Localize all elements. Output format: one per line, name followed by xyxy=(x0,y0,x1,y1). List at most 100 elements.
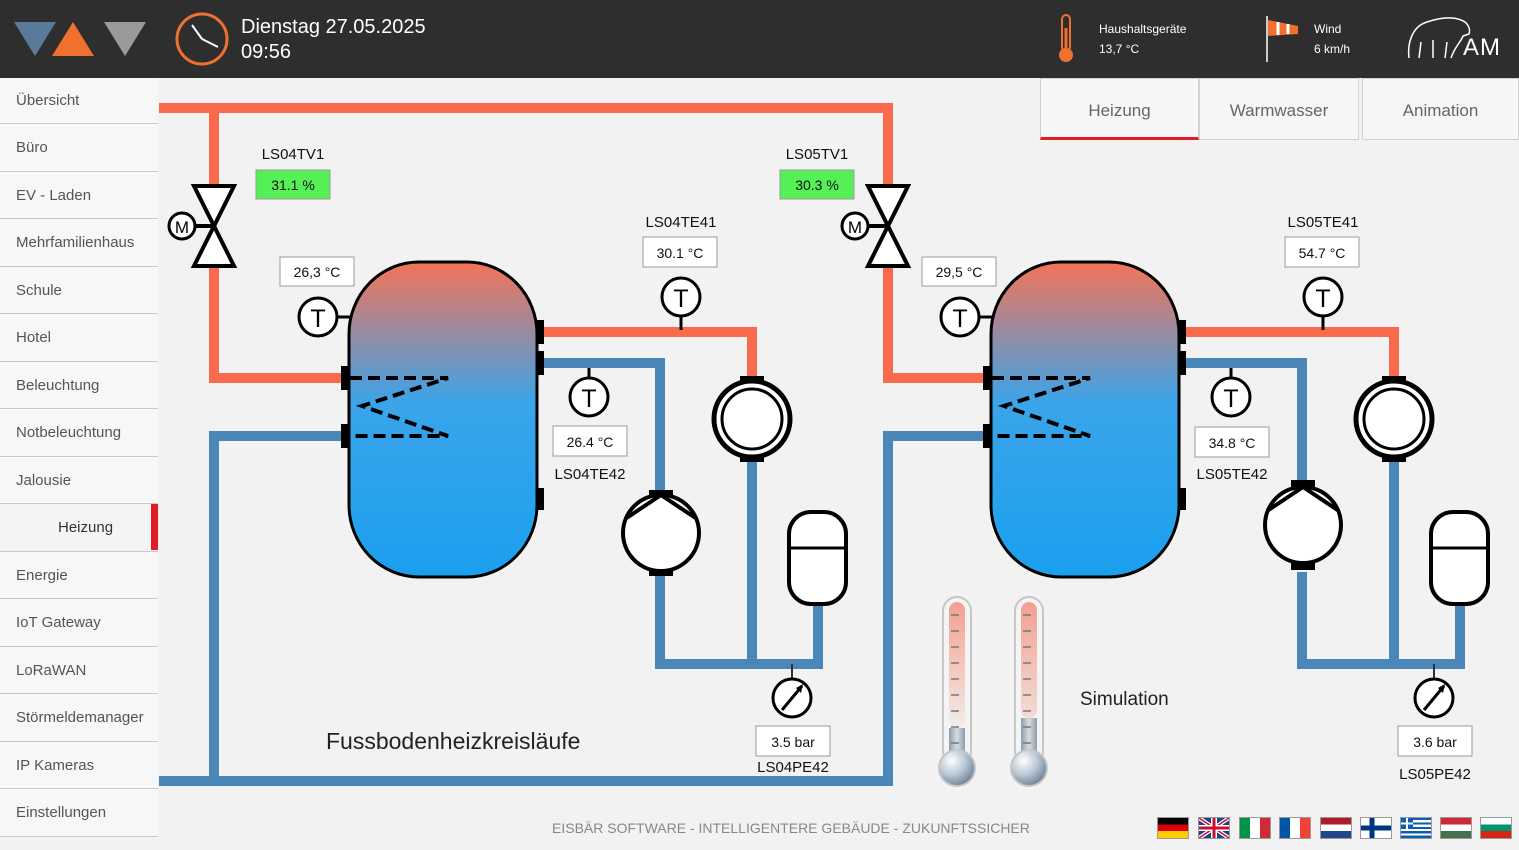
sidebar-item-label: Heizung xyxy=(58,519,114,536)
temp-label: Haushaltsgeräte xyxy=(1099,22,1187,36)
sidebar-item-einstellungen[interactable]: Einstellungen xyxy=(0,789,158,837)
mixing-valve-2[interactable]: M xyxy=(840,184,912,268)
sidebar-item-label: Energie xyxy=(16,566,68,584)
valve-status-box-1 xyxy=(255,169,331,200)
sidebar-item-label: Hotel xyxy=(16,329,52,346)
valve-value-1: 31.1 % xyxy=(271,177,315,193)
simulation-thermometer-2[interactable] xyxy=(1010,596,1048,787)
flow-sensor-name-2: LS05TE41 xyxy=(1288,214,1359,231)
sidebar-item-jalousie[interactable]: Jalousie xyxy=(0,456,158,504)
expansion-vessel-1[interactable] xyxy=(787,510,848,606)
sidebar-item-lorawan[interactable]: LoRaWAN xyxy=(0,646,158,694)
storage-tank-1[interactable] xyxy=(341,260,544,579)
cold-pipe xyxy=(536,358,665,490)
tab-warmwasser[interactable]: Warmwasser xyxy=(1199,78,1359,140)
temp-symbol: T xyxy=(1315,285,1330,313)
pump-1[interactable] xyxy=(621,490,701,576)
flag-it-icon[interactable] xyxy=(1239,817,1271,839)
return-temp-sensor-1[interactable]: T xyxy=(568,368,610,418)
tank-temp-box-2 xyxy=(921,256,997,287)
sidebar-item-label: LoRaWAN xyxy=(16,661,87,679)
mixing-valve-1[interactable]: M xyxy=(167,184,238,268)
return-sensor-name-2: LS05TE42 xyxy=(1197,466,1268,483)
motor-symbol: M xyxy=(848,218,862,237)
bear-icon xyxy=(1407,17,1471,59)
return-sensor-name-1: LS04TE42 xyxy=(555,466,626,483)
pressure-1: 3.5 bar xyxy=(771,734,815,750)
sidebar-item-energie[interactable]: Energie xyxy=(0,551,158,599)
return-temp-sensor-2[interactable]: T xyxy=(1210,368,1252,418)
flag-hu-icon[interactable] xyxy=(1440,817,1472,839)
circulation-pump-1[interactable] xyxy=(711,376,793,462)
top-bar: Dienstag 27.05.2025 09:56 Haushaltsgerät… xyxy=(0,0,1519,78)
motor-symbol: M xyxy=(175,218,189,237)
flow-temp-2: 54.7 °C xyxy=(1299,245,1346,261)
temp-value: 13,7 °C xyxy=(1099,42,1140,56)
tank-temp-2: 29,5 °C xyxy=(936,264,983,280)
flag-de-icon[interactable] xyxy=(1157,817,1189,839)
thermometer-icon xyxy=(1059,14,1073,62)
pressure-gauge-1[interactable] xyxy=(771,677,813,719)
temp-symbol: T xyxy=(1223,385,1238,413)
clock-icon xyxy=(175,12,229,66)
pump-2[interactable] xyxy=(1263,480,1343,570)
sidebar-item-beleuchtung[interactable]: Beleuchtung xyxy=(0,361,158,409)
brand-logo: AM xyxy=(1405,12,1510,64)
hot-pipe xyxy=(883,260,988,383)
flow-temp-sensor-2[interactable]: T xyxy=(1302,276,1344,330)
company-logo xyxy=(14,22,146,56)
sidebar-item-notbeleuchtung[interactable]: Notbeleuchtung xyxy=(0,409,158,457)
sidebar-item-label: Einstellungen xyxy=(16,804,107,821)
cold-pipe xyxy=(159,431,990,786)
heat-exchanger-coil xyxy=(992,376,1091,438)
sidebar-item-label: Büro xyxy=(16,139,48,156)
sidebar-item-schule[interactable]: Schule xyxy=(0,266,158,314)
wind-value: 6 km/h xyxy=(1314,42,1351,56)
sidebar-item-label: IP Kameras xyxy=(16,756,95,774)
sidebar-item-label: IoT Gateway xyxy=(16,614,101,631)
cold-pipe xyxy=(1178,358,1307,490)
sidebar-item-label: Schule xyxy=(16,281,62,299)
sidebar-item-stoermeldemanager[interactable]: Störmeldemanager xyxy=(0,694,158,742)
flag-fr-icon[interactable] xyxy=(1279,817,1311,839)
heat-exchanger-coil xyxy=(350,376,449,438)
flag-nl-icon[interactable] xyxy=(1320,817,1352,839)
flag-bg-icon[interactable] xyxy=(1480,817,1512,839)
diagram-title: Fussbodenheizkreisläufe xyxy=(326,728,580,754)
tab-heizung[interactable]: Heizung xyxy=(1040,78,1199,140)
flow-temp-sensor-1[interactable]: T xyxy=(660,276,702,330)
date-time: Dienstag 27.05.2025 09:56 xyxy=(241,15,426,65)
date-text: Dienstag 27.05.2025 xyxy=(241,16,426,38)
tab-label: Animation xyxy=(1402,101,1479,120)
tab-animation[interactable]: Animation xyxy=(1362,78,1519,140)
sidebar-item-ip-kameras[interactable]: IP Kameras xyxy=(0,741,158,789)
storage-tank-2[interactable] xyxy=(983,260,1186,579)
sidebar-nav: Übersicht Büro EV - Laden Mehrfamilienha… xyxy=(0,78,158,850)
tank-temp-1: 26,3 °C xyxy=(294,264,341,280)
sidebar-item-iot-gateway[interactable]: IoT Gateway xyxy=(0,599,158,647)
simulation-label: Simulation xyxy=(1080,689,1169,710)
pressure-gauge-2[interactable] xyxy=(1413,677,1455,719)
valve-name-1: LS04TV1 xyxy=(262,146,325,163)
flag-fi-icon[interactable] xyxy=(1360,817,1392,839)
tank-temp-sensor-1[interactable]: T xyxy=(297,296,350,338)
temp-symbol: T xyxy=(952,305,967,333)
flag-el-icon[interactable] xyxy=(1400,817,1432,839)
sidebar-item-hotel[interactable]: Hotel xyxy=(0,314,158,362)
circulation-pump-2[interactable] xyxy=(1353,376,1435,462)
simulation-thermometer-1[interactable] xyxy=(938,596,976,787)
brand-text: AM xyxy=(1463,34,1501,61)
sidebar-item-uebersicht[interactable]: Übersicht xyxy=(0,78,158,124)
sidebar-item-buero[interactable]: Büro xyxy=(0,124,158,172)
temp-symbol: T xyxy=(581,385,596,413)
sidebar-item-ev-laden[interactable]: EV - Laden xyxy=(0,171,158,219)
flag-en-icon[interactable] xyxy=(1198,817,1230,839)
sidebar-item-heizung[interactable]: Heizung xyxy=(0,504,158,552)
sidebar-item-mehrfamilienhaus[interactable]: Mehrfamilienhaus xyxy=(0,219,158,267)
tank-temp-sensor-2[interactable]: T xyxy=(939,296,992,338)
expansion-vessel-2[interactable] xyxy=(1429,510,1490,606)
sidebar-item-label: Beleuchtung xyxy=(16,376,100,394)
pressure-2: 3.6 bar xyxy=(1413,734,1457,750)
flow-temp-box-2 xyxy=(1284,236,1360,268)
